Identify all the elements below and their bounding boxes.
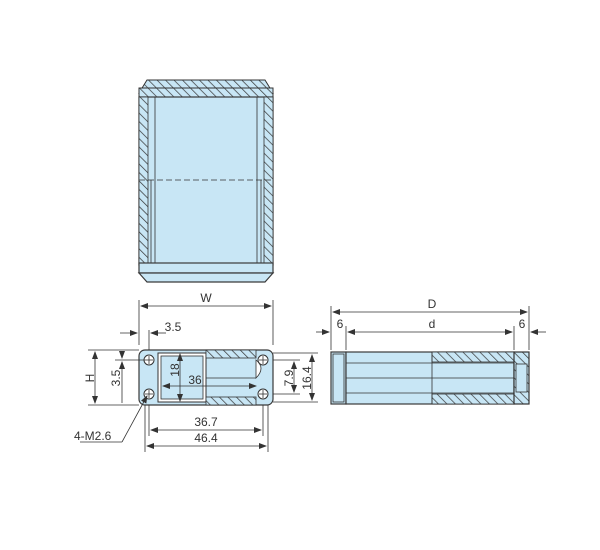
w-label: W — [200, 291, 212, 305]
h-label: H — [83, 374, 97, 383]
dim-18: 18 — [168, 363, 182, 377]
d-upper-label: D — [428, 297, 437, 311]
dim-7-9: 7.9 — [282, 369, 296, 386]
screw-hole-bottom-left — [143, 388, 155, 400]
top-body — [138, 96, 274, 266]
screw-hole-top-left — [143, 354, 155, 366]
d-lower-label: d — [429, 317, 436, 331]
screw-hole-top-right — [257, 354, 269, 366]
top-view — [137, 79, 275, 283]
dim-16-4: 16.4 — [300, 366, 314, 390]
dim-36-7: 36.7 — [194, 415, 218, 429]
dim-46-4: 46.4 — [194, 431, 218, 445]
screw-hole-bottom-right — [257, 388, 269, 400]
side-view: D 6 d 6 — [316, 297, 546, 405]
dim-3-5-top: 3.5 — [165, 320, 182, 334]
dim-36: 36 — [188, 373, 202, 387]
dim-6-left: 6 — [337, 317, 344, 331]
dim-6-right: 6 — [519, 317, 526, 331]
front-view: W 3.5 H 3.5 18 36 7.9 16.4 — [74, 291, 318, 452]
dim-3-5-side: 3.5 — [109, 369, 123, 386]
screw-label: 4-M2.6 — [74, 429, 112, 443]
